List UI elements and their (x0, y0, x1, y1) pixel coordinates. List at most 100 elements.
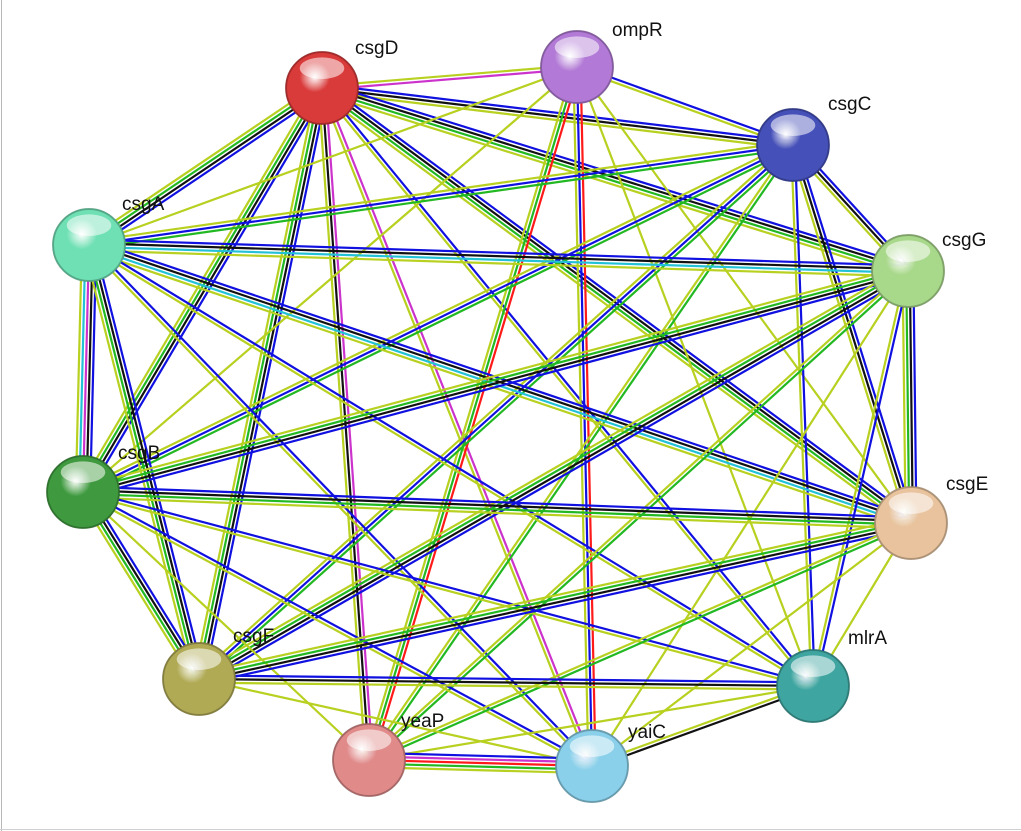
edge-line-coexpression (908, 269, 914, 525)
edge-line-textmining (81, 490, 371, 762)
edge-csgA-csgG (87, 238, 910, 278)
edge-line-textmining (320, 64, 579, 88)
edge-line-coexpression (198, 271, 911, 682)
edge-csgB-yaiC (80, 489, 595, 769)
edge-csgG-csgE (901, 269, 918, 525)
nodes-layer: csgD ompR csgC csgA csgG csgB csgE csgF mlrA yeaP… (46, 20, 988, 803)
edge-line-databases (87, 245, 910, 274)
edge-csgC-csgB (80, 140, 796, 497)
edge-line-textmining (195, 141, 792, 678)
edge-line-textmining (87, 249, 909, 278)
node-label-yaiC: yaiC (628, 722, 666, 743)
edge-csgD-csgA (84, 82, 327, 251)
edge-line-textmining (80, 140, 793, 490)
node-highlight-mlrA (790, 655, 836, 677)
edge-csgD-mlrA (319, 85, 816, 689)
edge-csgC-mlrA (790, 143, 816, 688)
edge-line-cooccurrence (369, 271, 911, 763)
node-highlight-csgD (299, 57, 345, 79)
node-csgF[interactable]: csgF (162, 626, 274, 716)
edge-mlrA-yaiC (590, 683, 815, 769)
node-highlight-ompR (554, 36, 600, 58)
edge-line-coexpression (83, 87, 325, 494)
edge-line-textmining (788, 145, 909, 526)
edge-line-neighborhood (795, 142, 916, 524)
edge-line-neighborhood (576, 64, 795, 145)
edge-csgA-csgF (82, 242, 206, 682)
node-label-yeaP: yeaP (401, 711, 444, 732)
edge-line-experiments (81, 243, 91, 494)
edge-line-neighborhood (912, 269, 918, 525)
edge-line-textmining (81, 496, 912, 530)
edge-line-cooccurrence (367, 65, 579, 762)
edge-csgG-csgB (80, 264, 911, 499)
edge-line-coexpression (89, 243, 202, 680)
node-yaiC[interactable]: yaiC (555, 722, 666, 803)
edge-csgC-csgE (788, 142, 916, 526)
edge-csgG-csgF (195, 265, 912, 685)
node-csgB[interactable]: csgB (46, 443, 160, 529)
edge-line-neighborhood (93, 242, 206, 679)
edge-line-textmining (590, 521, 913, 768)
edge-line-databases (78, 243, 87, 493)
node-csgE[interactable]: csgE (874, 474, 988, 560)
node-rim-csgD (285, 51, 359, 125)
edge-line-cooccurrence (905, 269, 911, 525)
edge-line-neighborhood (89, 244, 98, 494)
node-csgG[interactable]: csgG (871, 230, 986, 308)
edge-line-neighborhood (197, 143, 795, 681)
node-csgD[interactable]: csgD (285, 38, 398, 125)
edge-line-coexpression (82, 271, 910, 495)
edge-line-textmining (197, 677, 594, 768)
edge-line-textmining (74, 243, 83, 493)
edge-line-neighborhood (368, 751, 594, 760)
node-highlight-csgC (770, 114, 816, 136)
edge-csgF-mlrA (197, 674, 815, 691)
node-csgC[interactable]: csgC (756, 94, 871, 182)
edge-line-cooccurrence (81, 268, 909, 492)
edge-csgG-mlrA (810, 269, 911, 688)
node-yeaP[interactable]: yeaP (332, 711, 444, 797)
edge-yeaP-yaiC (367, 751, 594, 775)
edge-line-textmining (80, 492, 593, 769)
edge-line-experiments (368, 755, 594, 764)
edge-line-neighborhood (81, 143, 795, 494)
edge-line-cooccurrence (196, 86, 322, 680)
edge-line-neighborhood (197, 674, 815, 684)
edge-line-coexpression (197, 677, 815, 688)
edge-line-textmining (901, 270, 907, 525)
node-mlrA[interactable]: mlrA (776, 628, 887, 723)
edge-line-coexpression (591, 686, 815, 769)
node-rim-ompR (540, 30, 614, 104)
node-csgA[interactable]: csgA (52, 194, 165, 282)
edge-line-neighborhood (575, 65, 594, 768)
edge-line-neighborhood (88, 242, 816, 686)
edge-line-cooccurrence (197, 520, 912, 679)
edge-ompR-csgC (575, 64, 795, 148)
node-label-mlrA: mlrA (848, 628, 887, 649)
left-border-line (1, 0, 2, 831)
node-label-csgA: csgA (122, 194, 165, 215)
node-ompR[interactable]: ompR (540, 20, 663, 104)
edge-line-coexpression (199, 87, 325, 681)
node-label-csgC: csgC (828, 94, 871, 115)
edge-line-coexpression (88, 88, 325, 248)
edge-csgA-mlrA (86, 242, 816, 689)
edge-line-neighborhood (793, 143, 816, 688)
edge-csgB-yeaP (81, 490, 371, 762)
node-rim-csgE (874, 486, 948, 560)
edge-line-textmining (319, 92, 908, 278)
edge-ompR-csgB (81, 65, 579, 494)
edge-line-neighborhood (86, 89, 328, 496)
edge-line-cooccurrence (81, 492, 913, 526)
edge-line-neighborhood (86, 488, 205, 678)
edge-csgE-csgF (196, 516, 914, 686)
edge-csgA-csgB (74, 243, 98, 494)
edge-line-textmining (81, 65, 579, 494)
node-rim-csgG (871, 234, 945, 308)
edge-csgD-ompR (320, 64, 579, 91)
edge-csgE-yeaP (367, 520, 913, 763)
edge-line-coexpression (791, 143, 913, 525)
node-highlight-csgB (60, 461, 106, 484)
edge-csgD-csgF (192, 85, 329, 682)
